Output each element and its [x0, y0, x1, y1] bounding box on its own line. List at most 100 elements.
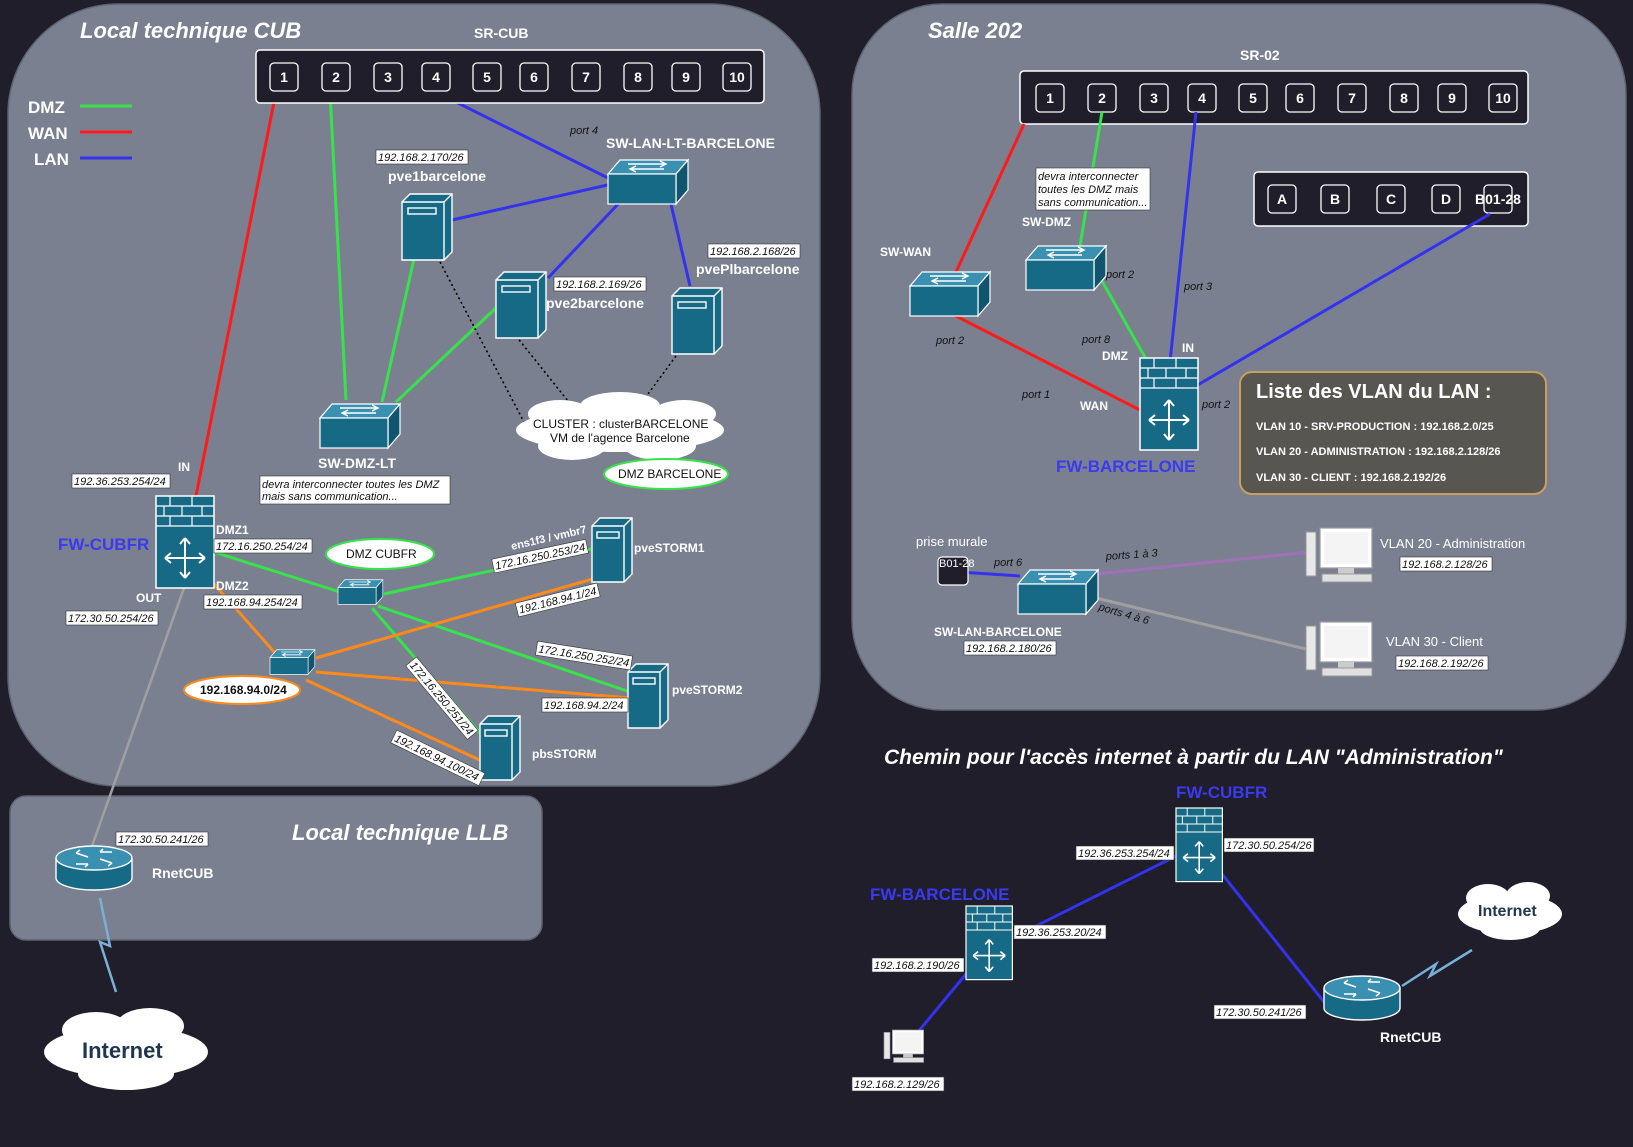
patch-port: [1139, 83, 1169, 113]
patch-port: [1376, 184, 1406, 214]
patch-port: [1035, 83, 1065, 113]
patch-port-number: 3: [384, 69, 392, 85]
path-fw-cubfr-ip-left: 192.36.253.254/24: [1078, 848, 1170, 860]
ports-1-3-label: ports 1 à 3: [1104, 547, 1159, 563]
path-fw-cubfr-ip-right-box: [1223, 837, 1315, 853]
patch-port-number: B01-28: [1475, 191, 1521, 207]
patch-port-number: 6: [530, 69, 538, 85]
pvestorm2-ip-b: 192.168.94.2/24: [544, 700, 624, 712]
patch-port-number: 1: [280, 69, 288, 85]
pvestorm2-label: pveSTORM2: [672, 683, 743, 697]
patch-port-number: D: [1441, 191, 1451, 207]
sw-lan-barcelone-ip-box: [963, 640, 1057, 656]
fw-cubfr-ip-dmz2-box: [203, 594, 303, 610]
pvestorm1-label: pveSTORM1: [634, 541, 705, 555]
path-title: Chemin pour l'accès internet à partir du…: [884, 746, 1504, 769]
path-fw-barcelone-ip-right-box: [1013, 924, 1107, 940]
sw-dmz-lt-label: SW-DMZ-LT: [318, 455, 396, 471]
internet-cloud-llb: [44, 1008, 208, 1090]
fw-barcelone-wan: WAN: [1080, 399, 1108, 413]
fw-cubfr-ip-out-box: [65, 610, 159, 626]
pve2barcelone-server-icon: [495, 271, 547, 339]
sw-dmz-lt-note-box: [259, 475, 451, 505]
pvestorm2-ip-b-box: [541, 697, 629, 713]
fw-cubfr-ip-in: 192.36.253.254/24: [74, 476, 166, 488]
fw-barcelone-port1: port 1: [1021, 389, 1050, 401]
pvestorm2-server-icon: [627, 663, 669, 729]
path-pc-ip-box: [851, 1076, 945, 1092]
patch-port: [1187, 83, 1217, 113]
path-pc-ip: 192.168.2.129/26: [854, 1079, 941, 1091]
vlan30-label: VLAN 30 - Client: [1386, 634, 1483, 649]
patch-port-number: 5: [1249, 90, 1257, 106]
patch-port-number: 4: [1198, 90, 1206, 106]
path-internet-cloud: [1458, 882, 1562, 940]
path-fw-barcelone-icon: [965, 905, 1014, 981]
patch-port: [1483, 184, 1513, 214]
path-fw-cubfr-icon: [1175, 807, 1224, 883]
patch-port: [321, 62, 351, 92]
dmz-barcelone-cloud: [603, 458, 729, 490]
patch-port-number: A: [1277, 191, 1287, 207]
pveplbarcelone-label: pvePlbarcelone: [696, 261, 800, 277]
path-fw-barcelone-label: FW-BARCELONE: [870, 885, 1009, 904]
patch-port-number: 8: [1400, 90, 1408, 106]
path-fw-barcelone-ip-left-box: [871, 957, 965, 973]
sw-lan-barcelone-icon: [1017, 569, 1099, 615]
sw-lan-lt-barcelone-icon: [607, 159, 689, 205]
fw-barcelone-label: FW-BARCELONE: [1056, 457, 1195, 476]
patch-port: [421, 62, 451, 92]
patch-port-number: C: [1386, 191, 1396, 207]
dmz-cubfr-cloud: [325, 538, 435, 570]
patch-port: [1267, 184, 1297, 214]
fw-cubfr-ip-in-box: [71, 473, 171, 489]
legend: DMZ WAN LAN: [28, 98, 132, 169]
pvepl-ip-box: [707, 243, 801, 259]
patch-port: [722, 62, 752, 92]
pvepl-ip: 192.168.2.168/26: [710, 246, 797, 258]
fw-barcelone-port2: port 2: [1201, 399, 1230, 411]
patch-port: [1285, 83, 1315, 113]
path-rnetcub-label: RnetCUB: [1380, 1029, 1441, 1045]
net94-cloud: [183, 675, 301, 705]
fw-barcelone-port3: port 3: [1183, 281, 1213, 293]
vlan-list-item: VLAN 10 - SRV-PRODUCTION : 192.168.2.0/2…: [1256, 421, 1494, 433]
patch-port-number: 2: [332, 69, 340, 85]
sw-dmz-note-2: toutes les DMZ mais: [1038, 184, 1139, 196]
patch-port: [623, 62, 653, 92]
path-rnetcub-ip-box: [1213, 1004, 1307, 1020]
patch-port-number: 3: [1150, 90, 1158, 106]
net94-switch-icon: [269, 649, 316, 675]
dmz-barcelone-label: DMZ BARCELONE: [618, 467, 721, 481]
pve1barcelone-label: pve1barcelone: [388, 168, 486, 184]
net94-label: 192.168.94.0/24: [200, 683, 287, 697]
pve1-ip-box: [375, 149, 469, 165]
path-internet-label: Internet: [1478, 903, 1537, 920]
pvestorm1-server-icon: [591, 517, 633, 583]
pve2barcelone-label: pve2barcelone: [546, 295, 644, 311]
sw-wan-icon: [909, 271, 991, 317]
patch-port-number: 10: [729, 69, 745, 85]
patch-port-number: 6: [1296, 90, 1304, 106]
dmz-cubfr-label: DMZ CUBFR: [346, 547, 417, 561]
sw-wan-label: SW-WAN: [880, 245, 931, 259]
fw-barcelone-dmz: DMZ: [1102, 349, 1128, 363]
fw-barcelone-in: IN: [1182, 341, 1194, 355]
sw-dmz-port: port 2: [1105, 269, 1134, 281]
cub-links: [90, 90, 692, 847]
room-title-cub: Local technique CUB: [80, 18, 301, 43]
fw-cubfr-ip-dmz1-box: [213, 538, 313, 554]
pveplbarcelone-server-icon: [671, 287, 723, 355]
path-fw-cubfr-ip-left-box: [1075, 845, 1175, 861]
prise-murale-box: [937, 556, 969, 586]
patch-port: [1238, 83, 1268, 113]
patch-port: [1320, 184, 1350, 214]
path-rnetcub-ip: 172.30.50.241/26: [1216, 1007, 1303, 1019]
sw-dmz-label: SW-DMZ: [1022, 215, 1071, 229]
sr-02-label: SR-02: [1240, 47, 1280, 63]
rnetcub-ip: 172.30.50.241/26: [118, 834, 205, 846]
pve2-ip-box: [553, 276, 647, 292]
